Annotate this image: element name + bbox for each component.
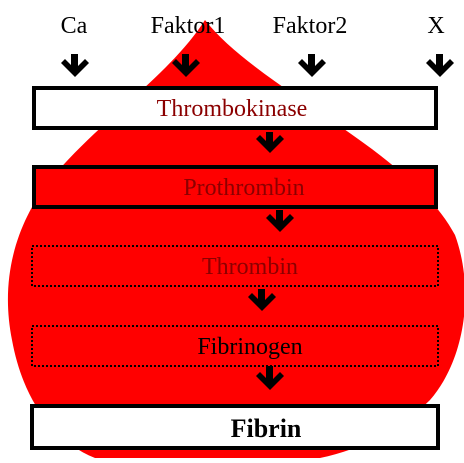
- stage-prothrombin: Prothrombin: [34, 167, 436, 207]
- input-label-x: X: [427, 13, 444, 39]
- blood-drop-shape: [8, 20, 464, 458]
- input-label-faktor2: Faktor2: [273, 13, 348, 39]
- input-factors: Ca Faktor1 Faktor2 X: [61, 13, 445, 39]
- stage-label: Thrombokinase: [157, 96, 308, 122]
- arrow-down-icon: [298, 54, 326, 77]
- stage-fibrin: Fibrin: [32, 406, 438, 448]
- stage-label-final: Fibrin: [231, 414, 302, 443]
- stage-label: Prothrombin: [183, 175, 304, 201]
- stage-thrombokinase: Thrombokinase: [34, 88, 436, 128]
- input-label-ca: Ca: [61, 13, 88, 39]
- stage-thrombin: Thrombin: [32, 246, 438, 286]
- stage-fibrinogen: Fibrinogen: [32, 326, 438, 366]
- stage-label: Thrombin: [202, 254, 298, 280]
- arrow-down-icon: [61, 54, 89, 77]
- input-label-faktor1: Faktor1: [151, 13, 226, 39]
- stage-label: Fibrinogen: [197, 334, 302, 360]
- arrow-down-icon: [426, 54, 454, 77]
